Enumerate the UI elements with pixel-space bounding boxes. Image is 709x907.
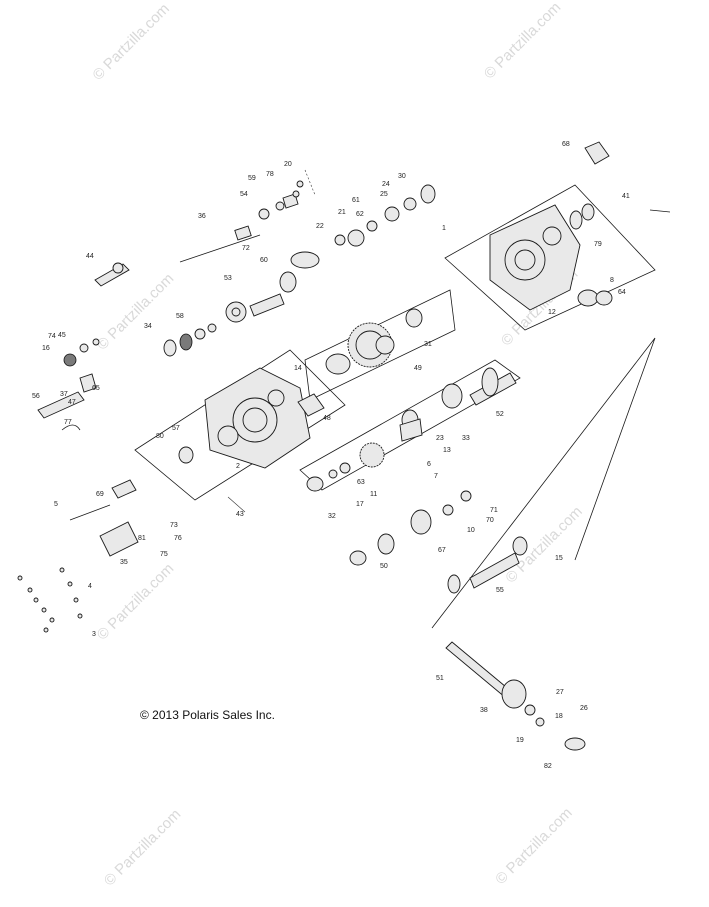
callout-label: 50 <box>380 563 388 570</box>
callout-label: 30 <box>398 173 406 180</box>
copyright-notice: © 2013 Polaris Sales Inc. <box>140 708 275 722</box>
callout-label: 6 <box>427 461 431 468</box>
callout-label: 80 <box>156 433 164 440</box>
callout-label: 5 <box>54 501 58 508</box>
callout-label: 16 <box>42 345 50 352</box>
callout-label: 18 <box>555 713 563 720</box>
rear-gearcase-housing <box>489 141 671 311</box>
callout-label: 64 <box>618 289 626 296</box>
callout-label: 77 <box>64 419 72 426</box>
callout-label: 2 <box>236 463 240 470</box>
callout-label: 56 <box>32 393 40 400</box>
front-gearcase-housing <box>178 367 325 469</box>
callout-label: 20 <box>284 161 292 168</box>
callout-label: 74 <box>48 333 56 340</box>
callout-label: 12 <box>548 309 556 316</box>
callout-label: 15 <box>555 555 563 562</box>
output-group-bracket <box>431 337 656 629</box>
callout-label: 14 <box>294 365 302 372</box>
callout-label: 52 <box>496 411 504 418</box>
callout-label: 27 <box>556 689 564 696</box>
watermark: © Partzilla.com <box>481 0 564 82</box>
callout-label: 13 <box>443 447 451 454</box>
callout-label: 51 <box>436 675 444 682</box>
callout-label: 54 <box>240 191 248 198</box>
callout-label: 72 <box>242 245 250 252</box>
callout-label: 44 <box>86 253 94 260</box>
watermark: © Partzilla.com <box>89 0 172 83</box>
callout-label: 65 <box>92 385 100 392</box>
watermark: © Partzilla.com <box>492 804 575 887</box>
callout-label: 41 <box>622 193 630 200</box>
callout-label: 59 <box>248 175 256 182</box>
callout-label: 75 <box>160 551 168 558</box>
callout-label: 71 <box>490 507 498 514</box>
drive-shaft-group <box>445 641 586 751</box>
watermark: © Partzilla.com <box>94 560 177 643</box>
callout-label: 25 <box>380 191 388 198</box>
callout-label: 62 <box>356 211 364 218</box>
lower-gear-group <box>349 490 528 594</box>
callout-label: 48 <box>323 415 331 422</box>
callout-label: 78 <box>266 171 274 178</box>
part-45-shaft <box>94 262 130 287</box>
callout-label: 58 <box>176 313 184 320</box>
callout-label: 32 <box>328 513 336 520</box>
callout-label: 53 <box>224 275 232 282</box>
callout-label: 47 <box>68 399 76 406</box>
main-gear-group <box>325 308 423 375</box>
callout-labels: 1 2 3 4 5 6 7 8 10 11 12 13 14 15 16 17 … <box>32 141 630 770</box>
callout-label: 34 <box>144 323 152 330</box>
callout-label: 82 <box>544 763 552 770</box>
callout-label: 26 <box>580 705 588 712</box>
callout-label: 4 <box>88 583 92 590</box>
callout-label: 8 <box>610 277 614 284</box>
callout-label: 37 <box>60 391 68 398</box>
callout-label: 7 <box>434 473 438 480</box>
bearing-stack-left <box>163 323 217 357</box>
callout-label: 36 <box>198 213 206 220</box>
output-shaft-group <box>306 367 517 492</box>
callout-label: 24 <box>382 181 390 188</box>
watermark: © Partzilla.com <box>101 806 184 889</box>
callout-label: 69 <box>96 491 104 498</box>
callout-label: 35 <box>120 559 128 566</box>
callout-label: 38 <box>480 707 488 714</box>
callout-label: 3 <box>92 631 96 638</box>
callout-label: 22 <box>316 223 324 230</box>
callout-label: 63 <box>357 479 365 486</box>
callout-label: 10 <box>467 527 475 534</box>
callout-label: 21 <box>338 209 346 216</box>
callout-label: 67 <box>438 547 446 554</box>
callout-label: 73 <box>170 522 178 529</box>
callout-label: 70 <box>486 517 494 524</box>
callout-label: 17 <box>356 501 364 508</box>
callout-label: 23 <box>436 435 444 442</box>
callout-label: 11 <box>370 491 377 498</box>
gear-train-outline <box>304 289 456 401</box>
callout-label: 45 <box>58 332 66 339</box>
rear-housing-outline <box>444 184 656 331</box>
callout-label: 61 <box>352 197 360 204</box>
watermark-layer: © Partzilla.com © Partzilla.com © Partzi… <box>89 0 585 889</box>
idler-gear-stack <box>225 184 436 323</box>
callout-label: 57 <box>172 425 180 432</box>
callout-label: 49 <box>414 365 422 372</box>
callout-label: 19 <box>516 737 524 744</box>
callout-label: 31 <box>424 341 432 348</box>
lower-left-bracket-group <box>17 479 139 633</box>
callout-label: 43 <box>236 511 244 518</box>
shift-shaft-group <box>179 169 316 263</box>
callout-label: 55 <box>496 587 504 594</box>
callout-label: 68 <box>562 141 570 148</box>
callout-label: 60 <box>260 257 268 264</box>
callout-label: 1 <box>442 225 446 232</box>
callout-label: 79 <box>594 241 602 248</box>
callout-label: 76 <box>174 535 182 542</box>
callout-label: 81 <box>138 535 146 542</box>
callout-label: 33 <box>462 435 470 442</box>
left-linkage-parts <box>37 338 100 431</box>
